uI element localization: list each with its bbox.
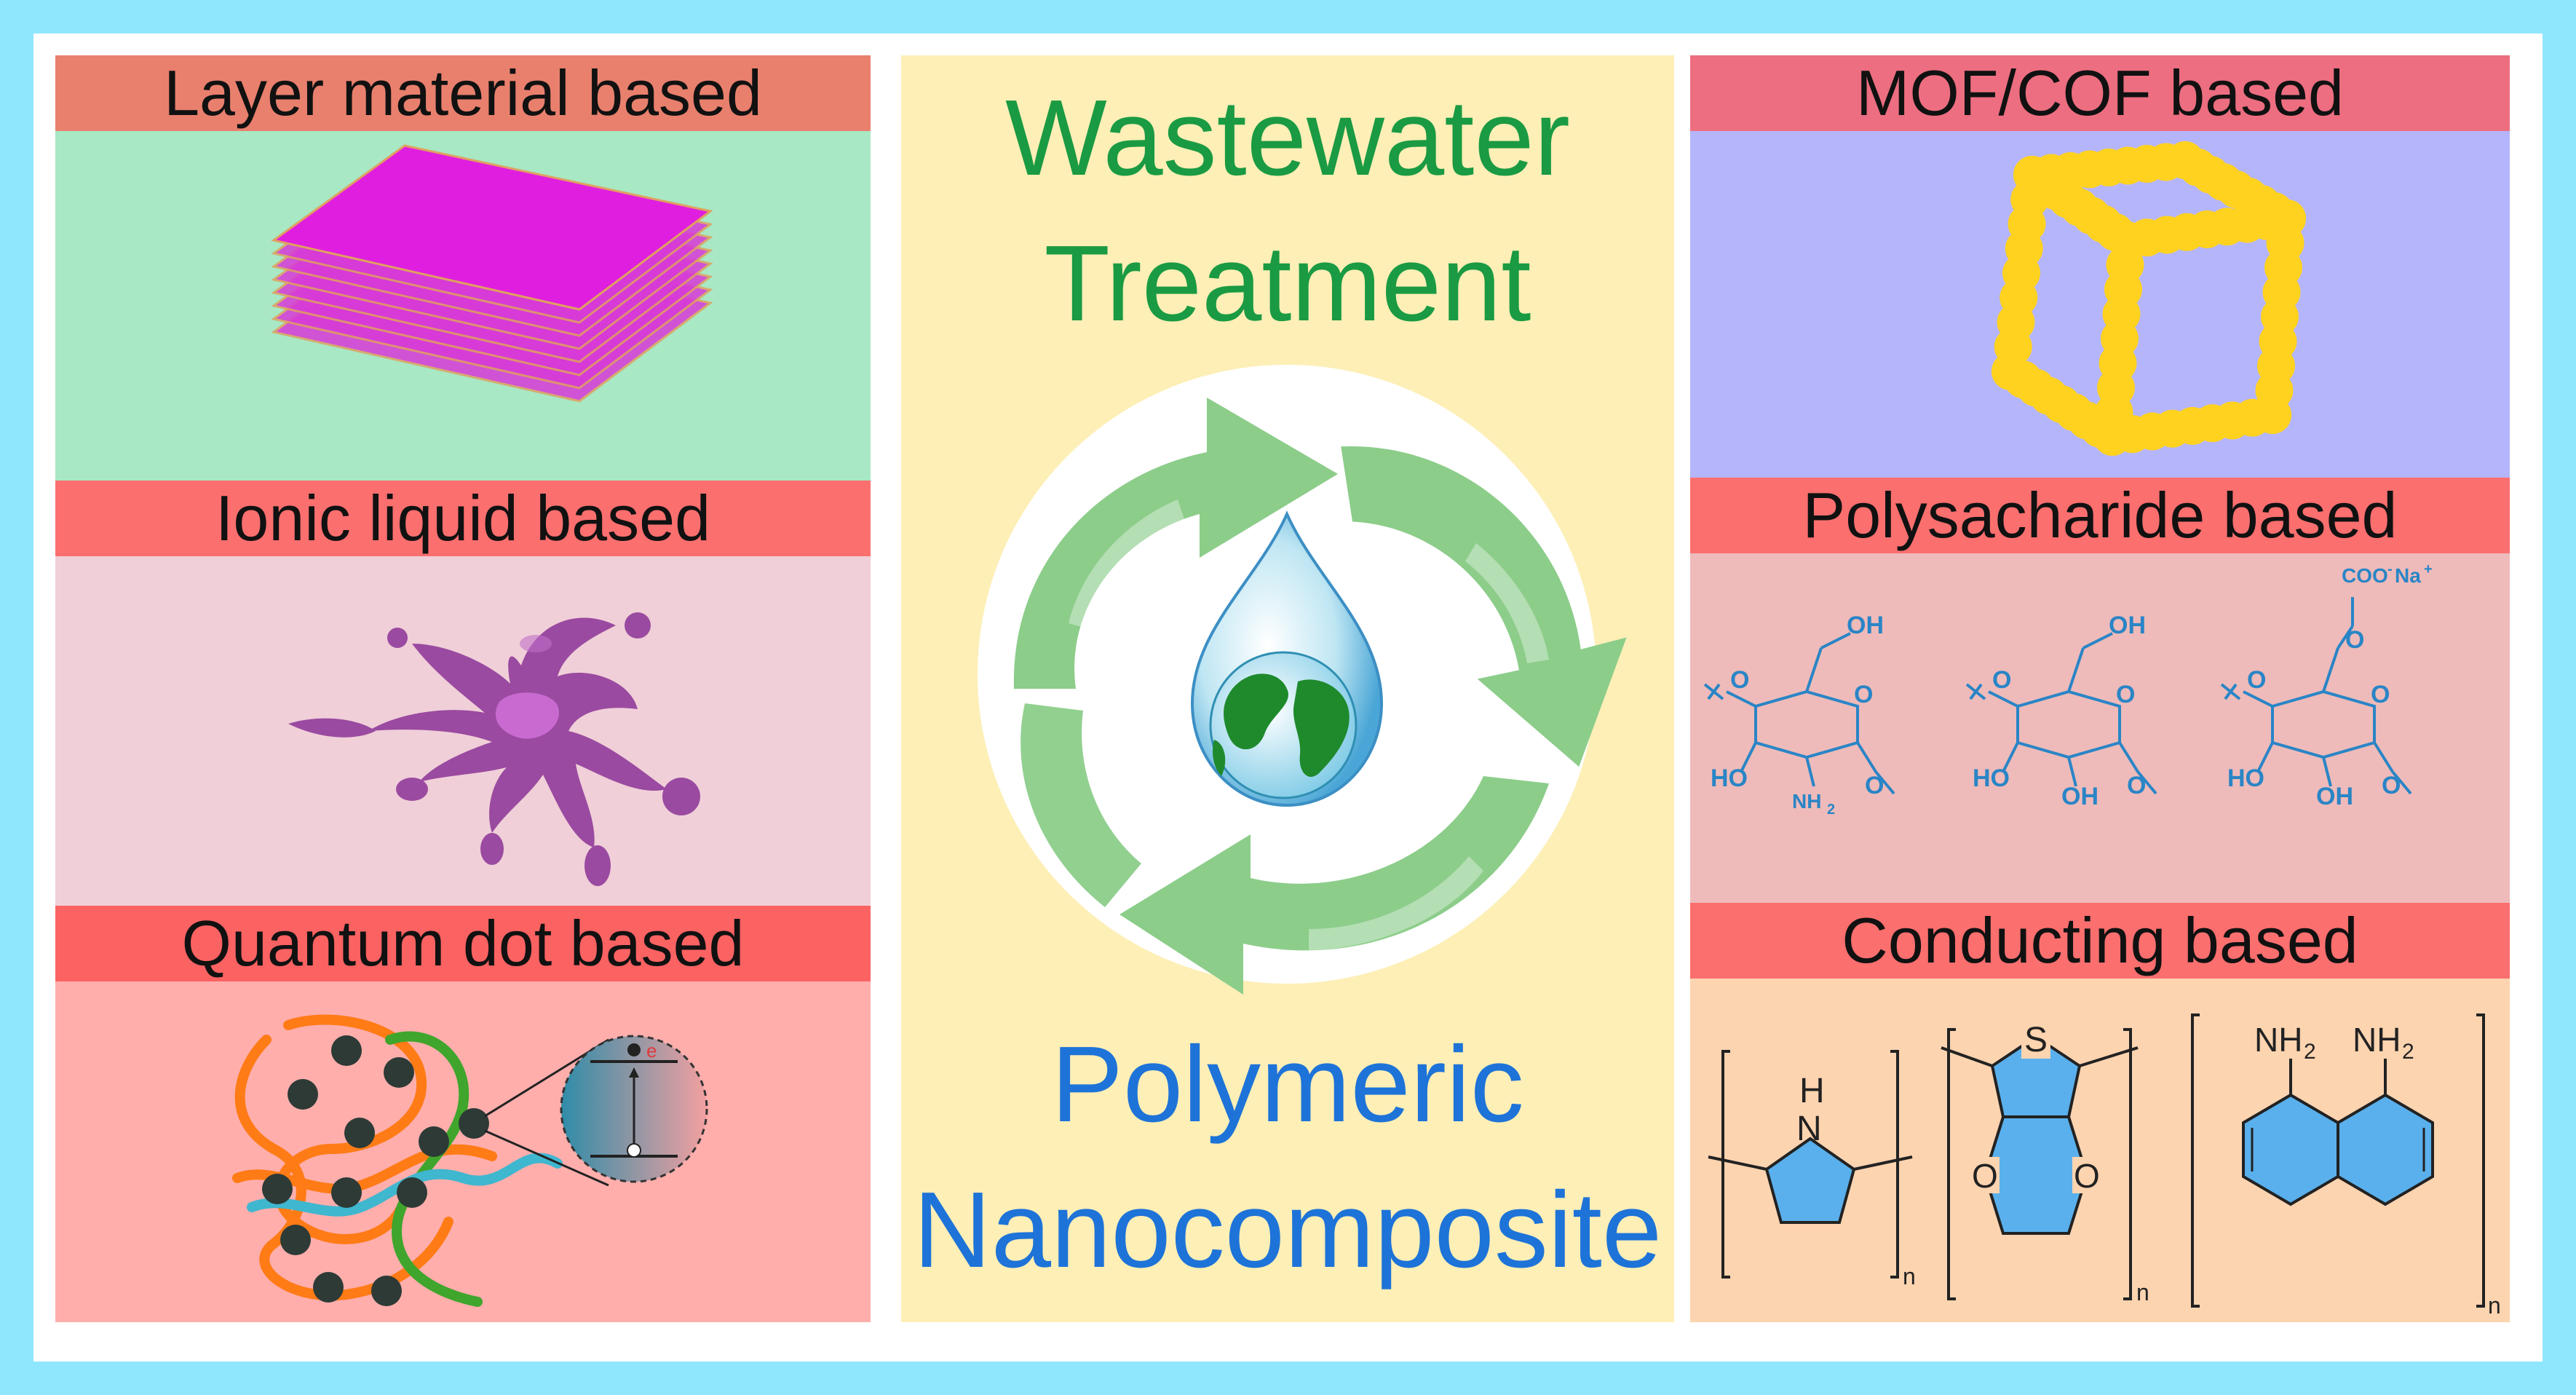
panel-label: Polysacharide based <box>1802 479 2398 551</box>
water-drop-earth-icon <box>1190 510 1384 807</box>
panel-body: OH O O HO O NH 2 OH <box>1690 553 2510 903</box>
panel-label: Layer material based <box>164 57 762 129</box>
chem-label: O <box>1865 772 1884 799</box>
chem-label: O <box>2247 666 2266 694</box>
stacked-layers-icon <box>271 144 713 403</box>
chem-label: 2 <box>2304 1040 2316 1064</box>
highlighted-dot <box>459 1108 489 1139</box>
panel-header: Conducting based <box>1690 903 2510 979</box>
ionic-liquid-illustration <box>288 612 700 886</box>
chem-label: Na <box>2395 564 2421 587</box>
panel-body: e <box>55 981 871 1322</box>
chem-label: HO <box>1973 764 2010 792</box>
recycle-water-illustration <box>978 365 1627 995</box>
panel-polysaccharide: Polysacharide based OH O O HO O <box>1690 478 2510 903</box>
title-line-2: Treatment <box>1044 224 1531 344</box>
chem-label: S <box>2024 1021 2048 1059</box>
chem-label: N <box>1796 1110 1822 1148</box>
chem-label: OH <box>2109 612 2146 639</box>
panel-body <box>55 131 871 481</box>
chem-label: O <box>2382 772 2401 799</box>
chem-label: n <box>2136 1279 2149 1305</box>
panel-ionic-liquid: Ionic liquid based <box>55 481 871 906</box>
carboxymethyl-structure <box>2220 597 2412 795</box>
band-gap-inset: e <box>560 1035 708 1183</box>
chem-label: HO <box>1711 764 1748 792</box>
title-line-1: Wastewater <box>1005 78 1570 198</box>
panel-mof-cof: MOF/COF based <box>1690 55 2510 478</box>
panel-label: Conducting based <box>1842 904 2358 976</box>
chem-label: HO <box>2227 764 2264 792</box>
chem-label: O <box>2116 681 2135 708</box>
chem-label: NH <box>2254 1021 2302 1059</box>
electron-label: e <box>646 1040 657 1062</box>
chem-label: H <box>1799 1072 1825 1110</box>
chem-label: O <box>2127 772 2146 799</box>
subtitle-line-1: Polymeric <box>1051 1024 1524 1145</box>
chem-label: O <box>1972 1157 1998 1195</box>
chem-label: O <box>2371 681 2390 708</box>
panel-label: MOF/COF based <box>1856 57 2344 129</box>
subtitle-line-2: Nanocomposite <box>913 1170 1662 1290</box>
quantum-dot-illustration: e <box>232 1014 708 1307</box>
chem-label: OH <box>1847 612 1884 639</box>
panel-header: Ionic liquid based <box>55 481 871 556</box>
chem-label: - <box>2387 561 2393 577</box>
chem-label: OH <box>2316 783 2353 810</box>
liquid-splash-icon <box>288 612 700 886</box>
chem-label: O <box>1854 681 1873 708</box>
beaded-cube-icon <box>1992 141 2306 456</box>
chem-label: O <box>1730 666 1749 694</box>
conducting-polymer-structures: H N n S O O n <box>1708 1013 2501 1319</box>
cube-bead <box>2254 396 2291 434</box>
panel-label: Ionic liquid based <box>215 482 711 554</box>
zoom-lines <box>484 1038 609 1187</box>
chem-label: OH <box>2061 783 2099 810</box>
panel-layer-material: Layer material based <box>55 55 871 481</box>
recycle-arrows-icon <box>1013 398 1627 995</box>
panel-body: H N n S O O n <box>1690 979 2510 1322</box>
panel-header: Quantum dot based <box>55 906 871 981</box>
panel-header: Polysacharide based <box>1690 478 2510 553</box>
chem-label: O <box>2074 1157 2100 1195</box>
center-panel: Wastewater Treatment <box>901 55 1674 1322</box>
layered-sheets-illustration <box>271 144 713 403</box>
chitosan-structure <box>1703 632 1895 795</box>
sheet-layer <box>271 144 713 311</box>
chem-label: 2 <box>2402 1040 2414 1064</box>
chem-label: COO <box>2342 564 2388 587</box>
polysaccharide-structures: OH O O HO O NH 2 OH <box>1703 561 2433 818</box>
arrow-highlights <box>1069 499 1549 951</box>
chem-label: 2 <box>1827 802 1835 818</box>
panel-quantum-dot: Quantum dot based <box>55 906 871 1322</box>
chem-label: + <box>2424 561 2433 577</box>
chem-label: NH <box>1792 790 1821 813</box>
chem-label: O <box>2345 626 2364 654</box>
panel-label: Quantum dot based <box>181 907 745 979</box>
chem-label: n <box>2488 1292 2501 1319</box>
mof-cof-illustration <box>1992 141 2306 456</box>
diaminonaphthalene-structure: NH 2 NH 2 n <box>2191 1013 2501 1319</box>
panel-header: MOF/COF based <box>1690 55 2510 131</box>
panel-body <box>1690 131 2510 478</box>
quantum-dots <box>262 1035 489 1306</box>
panel-body <box>55 556 871 906</box>
polypyrrole-structure: H N n <box>1708 1050 1916 1289</box>
chem-label: NH <box>2353 1021 2401 1059</box>
panel-header: Layer material based <box>55 55 871 131</box>
cellulose-structure <box>1965 632 2157 795</box>
chem-label: O <box>1992 666 2011 694</box>
chem-label: n <box>1903 1263 1916 1289</box>
pedot-structure: S O O n <box>1941 1021 2149 1305</box>
panel-conducting: Conducting based H N n S <box>1690 903 2510 1322</box>
